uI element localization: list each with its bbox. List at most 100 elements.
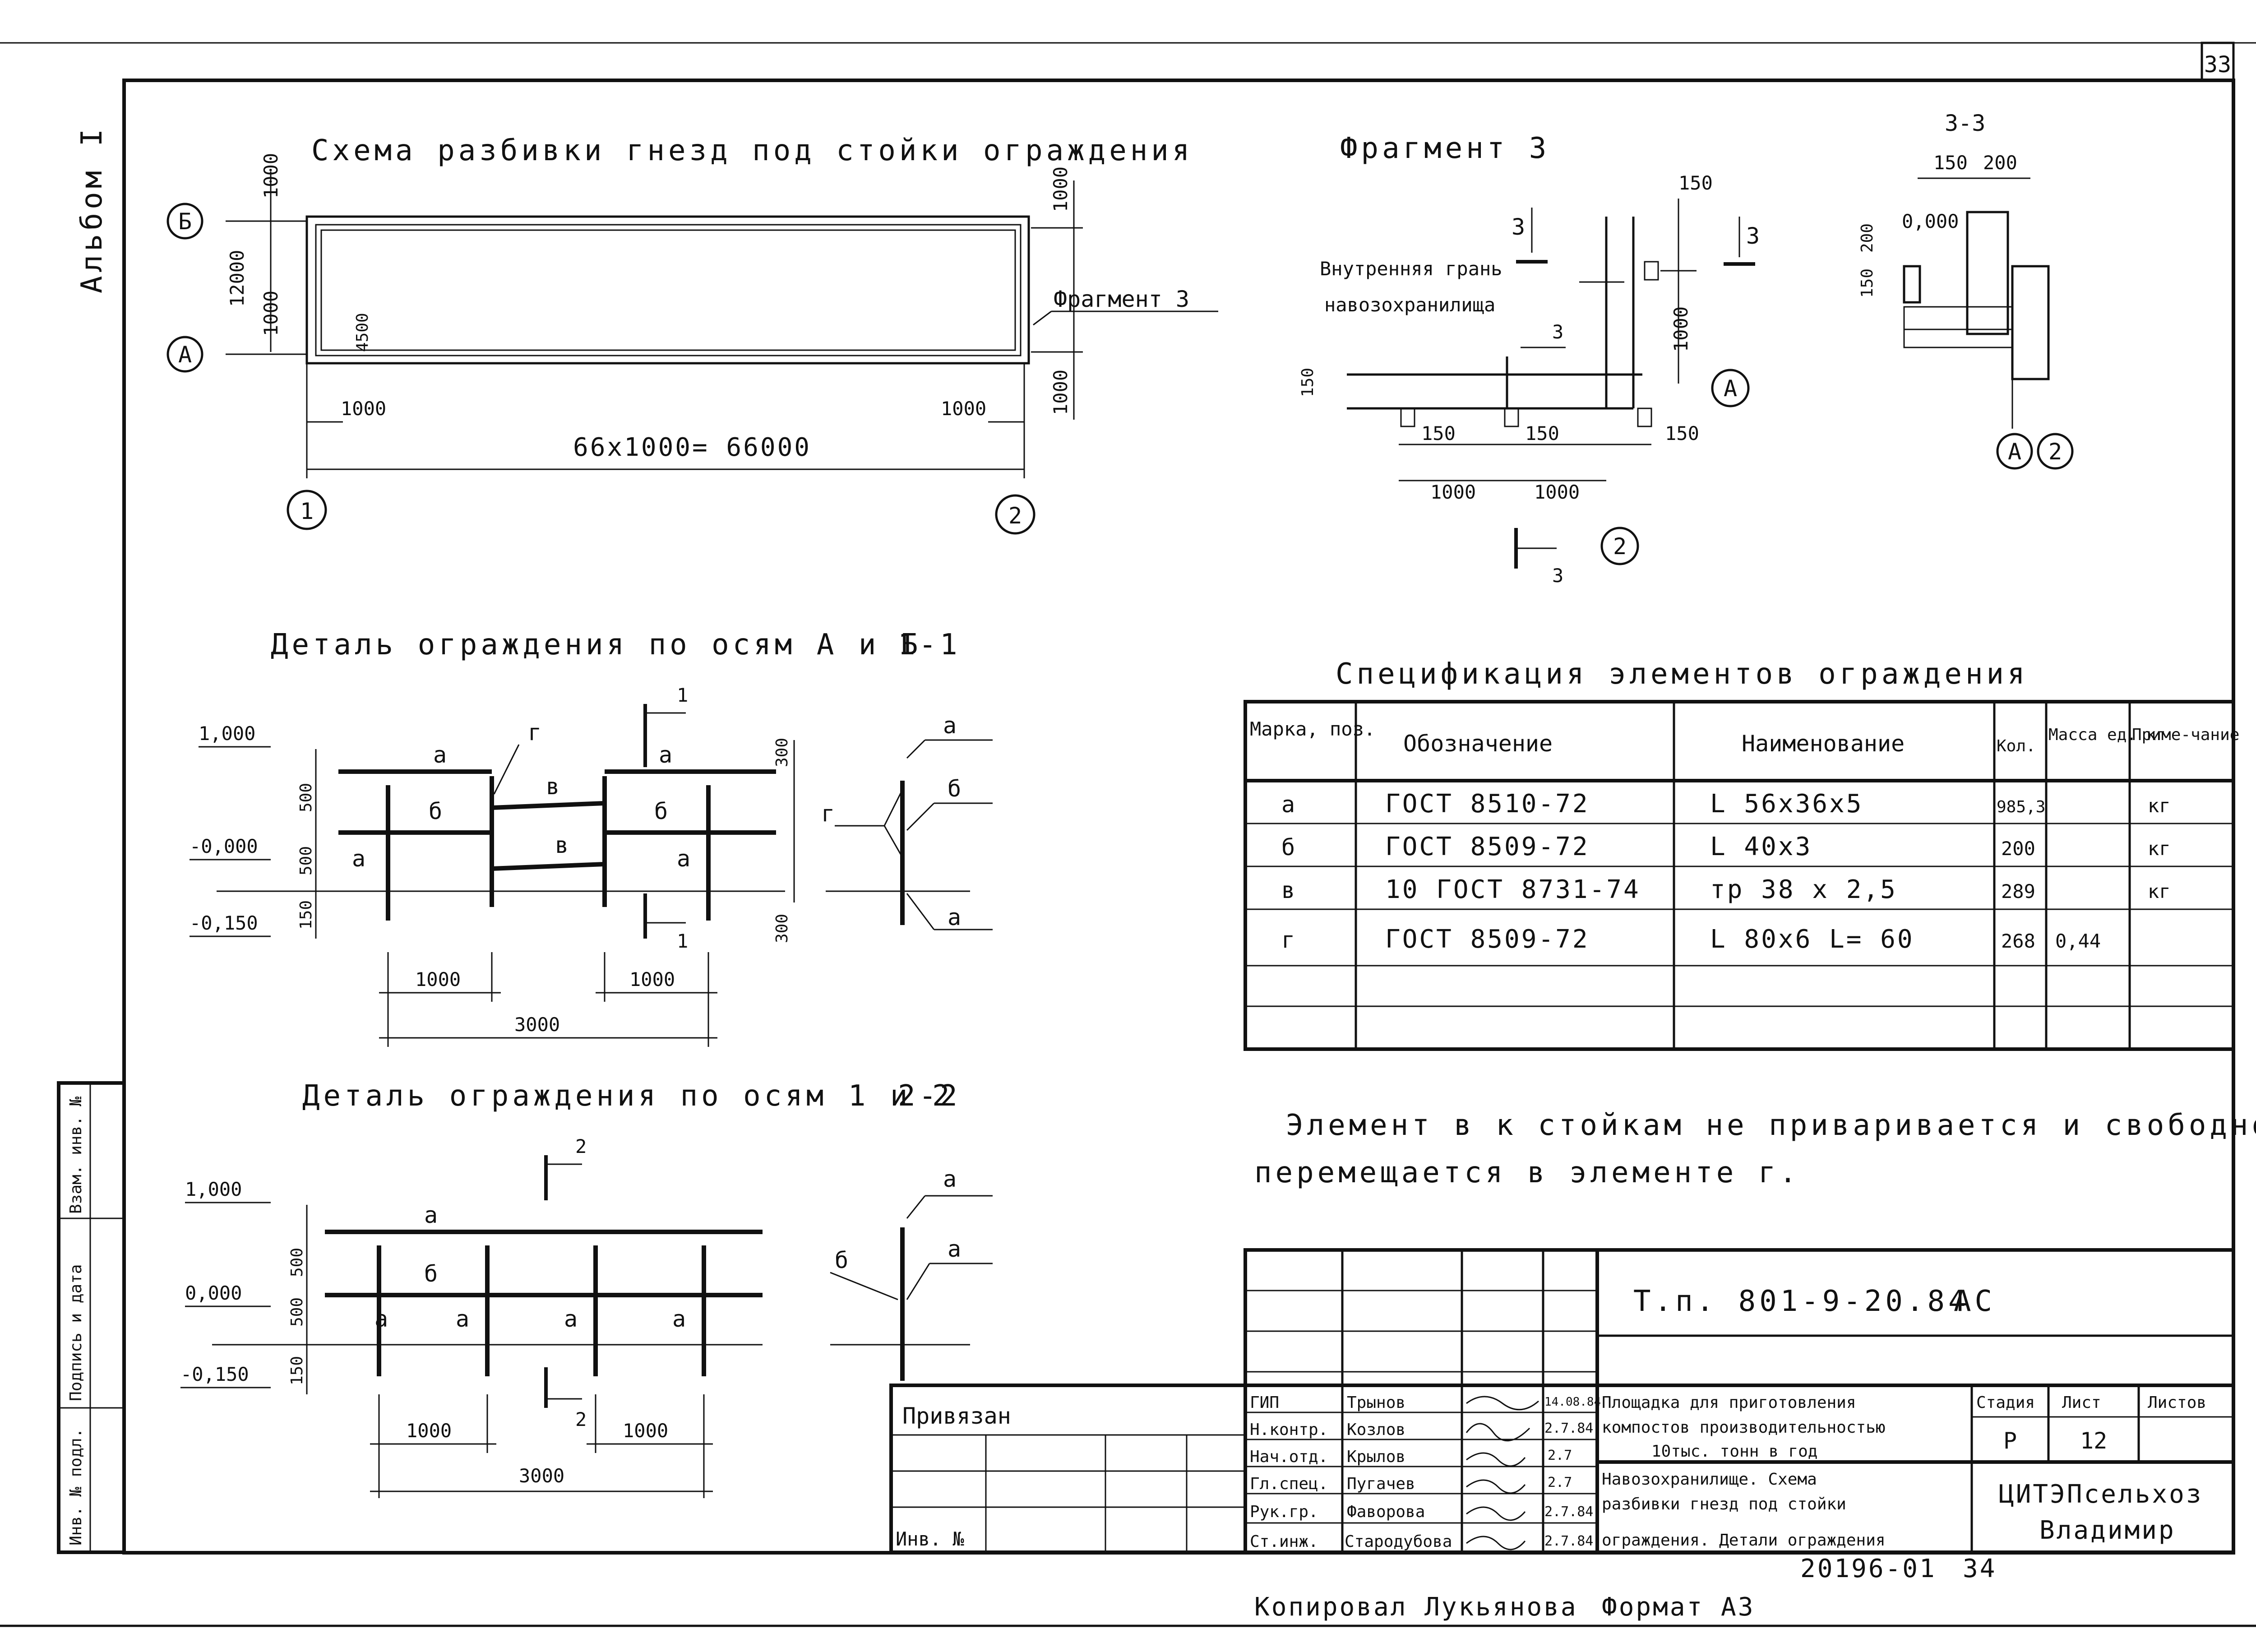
svg-text:1: 1 [677, 930, 688, 952]
svg-text:0,000: 0,000 [185, 1282, 242, 1304]
svg-text:а: а [424, 1202, 438, 1228]
svg-text:в: в [546, 773, 559, 800]
detail-ab-section: 1-1 [898, 628, 961, 662]
stamp-bound: Привязан [902, 1403, 1011, 1429]
svg-text:150: 150 [1299, 368, 1317, 397]
svg-text:2: 2 [1613, 533, 1627, 560]
scheme-axis-2: 2 [1008, 503, 1022, 529]
scheme-axis-a: А [178, 342, 192, 368]
fragment3-inner-edge-label: Внутренняя грань [1320, 258, 1502, 280]
svg-text:3000: 3000 [514, 1013, 560, 1036]
signature-mark [1466, 1506, 1526, 1521]
svg-text:б: б [424, 1261, 438, 1287]
stamp-sheet: 12 [2080, 1428, 2107, 1454]
svg-text:а: а [948, 1236, 961, 1262]
svg-text:500: 500 [297, 846, 315, 875]
svg-text:3: 3 [1552, 565, 1563, 587]
svg-text:г: г [528, 719, 541, 745]
stamp-role: Рук.гр. [1250, 1503, 1318, 1521]
stamp-name: Крылов [1347, 1448, 1405, 1466]
svg-text:а: а [948, 904, 961, 930]
svg-text:3: 3 [1512, 214, 1525, 240]
spec-table: Спецификация элементов ограждения Марка,… [1244, 657, 2239, 1051]
svg-text:1000: 1000 [941, 398, 986, 420]
fragment-3: Фрагмент 3 150 1000 Внутренняя грань нав… [1299, 132, 1760, 587]
stamp-role: Гл.спец. [1250, 1475, 1328, 1493]
stamp-doc-code: Т.п. 801-9-20.84 [1633, 1285, 1969, 1318]
svg-text:в: в [555, 832, 569, 858]
svg-text:4500: 4500 [353, 313, 372, 352]
scheme-axis-1: 1 [300, 498, 314, 524]
svg-text:А: А [1724, 375, 1737, 402]
svg-text:1000: 1000 [629, 968, 675, 990]
stamp-date: 2.7.84 [1544, 1421, 1593, 1436]
svg-text:а: а [564, 1306, 578, 1332]
svg-text:200: 200 [1983, 152, 2017, 174]
stamp-role: Ст.инж. [1250, 1532, 1318, 1551]
spec-cell: 985,3 [1997, 798, 2045, 816]
svg-text:-0,150: -0,150 [180, 1363, 249, 1385]
signature-mark [1466, 1396, 1539, 1411]
spec-cell: 289 [2001, 880, 2035, 902]
stamp-name: Трынов [1347, 1393, 1405, 1412]
stamp-role: Н.контр. [1250, 1421, 1328, 1439]
svg-text:2: 2 [2048, 439, 2062, 465]
svg-text:150: 150 [1665, 422, 1699, 444]
stamp-sheets-header: Листов [2148, 1393, 2206, 1412]
svg-text:0,000: 0,000 [1902, 210, 1959, 232]
stamp-date: 2.7 [1548, 1448, 1572, 1463]
stamp-org: ЦИТЭПсельхоз [1999, 1480, 2203, 1509]
svg-text:а: а [433, 742, 447, 768]
stamp-sheet-title-3: ограждения. Детали ограждения [1602, 1531, 1886, 1550]
fragment3-inner-edge-label2: навозохранилища [1324, 294, 1495, 316]
note-line-2: перемещается в элементе г. [1254, 1156, 1800, 1189]
svg-text:300: 300 [773, 738, 791, 767]
stamp-role: Нач.отд. [1250, 1448, 1328, 1466]
svg-text:а: а [374, 1306, 388, 1332]
detail-12-title: Деталь ограждения по осям 1 и 2 [302, 1079, 953, 1113]
stamp-sheet-title-1: Навозохранилище. Схема [1602, 1470, 1817, 1489]
spec-cell: L 80х6 L= 60 [1710, 925, 1914, 954]
album-label: Альбом I [75, 125, 109, 293]
svg-text:1000: 1000 [260, 153, 282, 199]
svg-text:150: 150 [1678, 172, 1713, 194]
spec-cell: кг [2148, 838, 2171, 860]
svg-text:1000: 1000 [1430, 481, 1476, 503]
svg-text:-0,150: -0,150 [190, 912, 258, 934]
stamp-date: 2.7.84 [1544, 1533, 1593, 1549]
svg-text:150: 150 [1421, 422, 1456, 444]
spec-cell: кг [2148, 795, 2171, 817]
strip-inv-orig: Инв. № подл. [67, 1428, 85, 1546]
svg-text:150: 150 [1858, 268, 1877, 298]
spec-cell: б [1281, 834, 1295, 861]
stamp-sheet-header: Лист [2062, 1393, 2101, 1412]
scheme-total-dim: 66х1000= 66000 [573, 433, 811, 462]
spec-header-name: Наименование [1742, 731, 1905, 757]
spec-cell: а [1281, 791, 1295, 818]
detail-axes-a-b: Деталь ограждения по осям А и Б 1-1 1,00… [190, 628, 993, 1047]
strip-sign-date: Подпись и дата [67, 1264, 85, 1401]
svg-text:500: 500 [297, 783, 315, 812]
spec-cell: ГОСТ 8509-72 [1385, 832, 1590, 861]
svg-text:а: а [659, 742, 672, 768]
svg-text:а: а [677, 846, 690, 872]
detail-axes-1-2: Деталь ограждения по осям 1 и 2 2-2 1,00… [180, 1079, 993, 1498]
spec-cell: 268 [2001, 930, 2035, 952]
svg-text:300: 300 [773, 914, 791, 943]
svg-text:1,000: 1,000 [185, 1178, 242, 1200]
svg-text:500: 500 [288, 1297, 306, 1327]
spec-title: Спецификация элементов ограждения [1336, 657, 2029, 691]
spec-header-mass: Масса ед. кг [2048, 726, 2166, 744]
title-block: Т.п. 801-9-20.84 АС Привязан Инв. № ГИП … [889, 1248, 2235, 1554]
signature-mark [1466, 1452, 1526, 1467]
spec-cell: ГОСТ 8510-72 [1385, 789, 1590, 819]
stamp-name: Пугачев [1347, 1475, 1415, 1493]
spec-header-mark: Марка, поз. [1250, 718, 1375, 740]
stamp-date: 2.7.84 [1544, 1504, 1593, 1520]
svg-text:1000: 1000 [406, 1420, 452, 1442]
stamp-stage: Р [2003, 1428, 2017, 1454]
svg-text:а: а [352, 846, 365, 872]
svg-text:150: 150 [1525, 422, 1559, 444]
spec-cell: 10 ГОСТ 8731-74 [1385, 875, 1641, 904]
layout-scheme: Схема разбивки гнезд под стойки огражден… [166, 134, 1218, 535]
